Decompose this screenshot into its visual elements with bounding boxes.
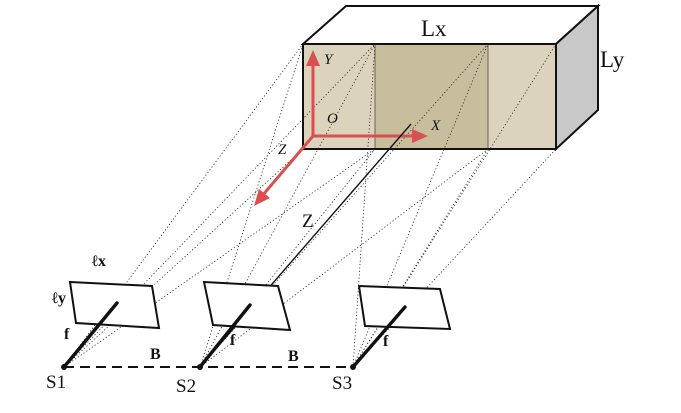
focal-segment-s2 [198,303,252,369]
ly-label: Ly [600,47,625,72]
camera-label-s3: S3 [332,373,352,394]
y-axis-label: Y [324,52,334,68]
y-axis-arrowhead [306,50,320,66]
box-overlap-region [375,44,488,149]
origin-label: O [327,111,338,127]
z-axis-label: Z [278,142,287,158]
focal-segment-s1 [62,301,119,369]
sensor-ly-label: ℓy [52,290,66,307]
focal-segments [62,301,407,369]
coordinate-axes [254,50,428,206]
volume-box [300,3,601,152]
camera-center-s3 [350,364,356,370]
camera-label-s2: S2 [176,376,196,397]
depth-label: Z [302,211,314,232]
x-axis-label: X [430,118,441,134]
focal-label-s1: f [64,326,70,343]
camera-label-s1: S1 [46,372,66,393]
z-axis [260,135,315,197]
focal-segment-s3 [351,305,407,369]
baseline-label-1: B [150,346,161,363]
image-plane-s2 [202,280,292,332]
camera-center-s2 [197,364,203,370]
focal-label-s3: f [383,333,389,350]
camera-centers [61,364,356,370]
sensor-lx-label: ℓx [92,253,106,270]
baseline-label-2: B [288,348,299,365]
lx-label: Lx [421,16,447,41]
camera-center-s1 [61,364,67,370]
z-axis-arrowhead [254,189,270,206]
depth-line [199,123,412,368]
x-axis-arrowhead [412,129,428,143]
focal-label-s2: f [230,332,236,349]
box-top-face [300,5,601,45]
